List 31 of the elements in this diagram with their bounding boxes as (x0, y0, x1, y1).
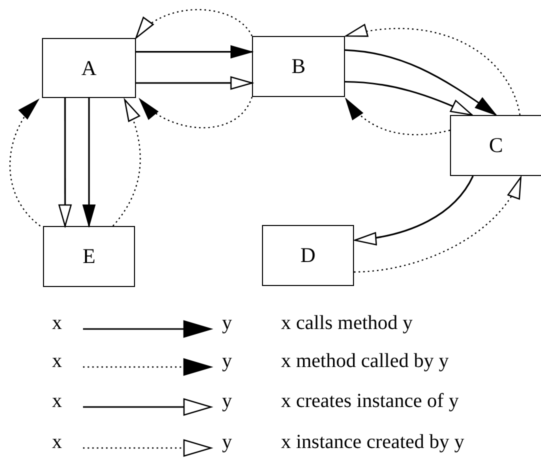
arrow (345, 24, 520, 116)
legend-text: x creates instance of y (281, 390, 459, 412)
legend-x-label: x (52, 312, 62, 334)
legend-text: x calls method y (281, 312, 413, 334)
arrow (112, 99, 141, 226)
arrow (58, 98, 72, 227)
arrow (139, 96, 253, 128)
legend-y-label: y (222, 390, 232, 412)
legend-text: x method called by y (281, 350, 449, 372)
arrow (136, 45, 252, 58)
class-box: B (252, 36, 345, 97)
arrow (344, 49, 496, 116)
legend-text: x instance created by y (281, 431, 464, 453)
arrow (9, 99, 41, 226)
arrow (354, 176, 474, 245)
arrow (82, 98, 96, 226)
arrow (136, 76, 253, 90)
class-box: D (262, 225, 354, 286)
legend-y-label: y (222, 431, 232, 453)
legend-y-label: y (222, 312, 232, 334)
class-box: E (43, 226, 135, 287)
legend-x-label: x (52, 350, 62, 372)
legend-x-label: x (52, 390, 62, 412)
class-box: A (42, 38, 136, 98)
class-box: C (450, 115, 541, 176)
arrow (344, 80, 473, 116)
arrow (135, 9, 252, 39)
legend-x-label: x (52, 431, 62, 453)
arrow (345, 98, 450, 136)
legend-y-label: y (222, 350, 232, 372)
arrow (354, 176, 522, 273)
